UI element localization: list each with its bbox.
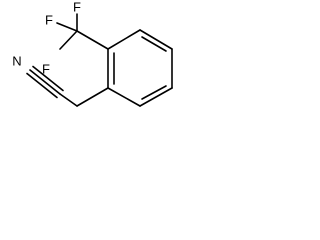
ch2-to-cn-bond bbox=[59, 93, 78, 107]
fluorine-label: F bbox=[73, 0, 81, 15]
nitrile-triple-bond bbox=[29, 69, 61, 95]
ring-bond bbox=[139, 87, 173, 107]
fluorine-label: F bbox=[42, 62, 50, 77]
ring-double-bond bbox=[141, 36, 167, 52]
c-f-bond bbox=[56, 22, 78, 32]
ring-bond bbox=[139, 29, 173, 50]
chemical-structure: F F F N bbox=[12, 0, 173, 107]
nitrogen-label: N bbox=[12, 54, 21, 69]
fluorine-label: F bbox=[45, 13, 53, 28]
nitrile-triple-bond bbox=[26, 72, 58, 99]
ring-bond bbox=[107, 29, 141, 50]
nitrile-triple-bond bbox=[32, 65, 64, 92]
ring-bond bbox=[107, 87, 141, 107]
ring-double-bond bbox=[141, 85, 167, 100]
c-f-bond bbox=[59, 30, 78, 50]
ring-to-ch2-bond bbox=[76, 87, 109, 107]
ring-to-cf3-bond bbox=[76, 30, 109, 50]
